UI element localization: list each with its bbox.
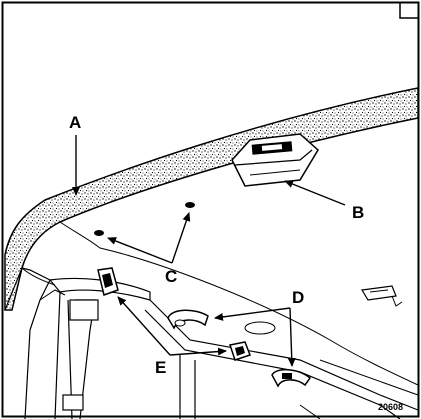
clip-fixture (361, 285, 403, 307)
callout-e-arrow (117, 296, 171, 356)
coat-hook (229, 341, 251, 361)
callout-c-arrow (171, 212, 191, 264)
callout-d-arrow (287, 307, 296, 367)
fixing-hole (94, 230, 104, 236)
seat-belt-anchor (69, 299, 99, 321)
callout-d-arrow (214, 307, 291, 321)
frame-corner-mark (399, 3, 418, 19)
callout-a: A (69, 113, 81, 132)
rear-corner (299, 404, 321, 419)
grab-handle (167, 309, 209, 330)
fixing-hole (185, 202, 195, 208)
grab-handle (271, 369, 312, 388)
rear-rail (319, 359, 419, 396)
roof-edge-trim (4, 87, 419, 311)
seat-belt-buckle (62, 394, 84, 411)
pillar-detail (39, 289, 66, 301)
callout-e: E (155, 358, 166, 377)
door-frame-top (48, 277, 151, 301)
door-frame-left (54, 291, 61, 419)
callout-b: B (352, 203, 364, 222)
door-frame-rail (149, 299, 419, 411)
interior-light (231, 133, 319, 187)
pillar-contour (21, 267, 56, 286)
grab-handle-recess (244, 321, 276, 335)
callout-c: C (165, 267, 177, 286)
callout-c-arrow (107, 237, 173, 264)
headlining-contour (59, 221, 419, 386)
callout-d: D (292, 288, 304, 307)
coat-hook (97, 267, 119, 296)
figure-reference-number: 20608 (378, 402, 403, 412)
callout-b-arrow (284, 180, 346, 206)
callout-e-arrow (169, 347, 227, 356)
